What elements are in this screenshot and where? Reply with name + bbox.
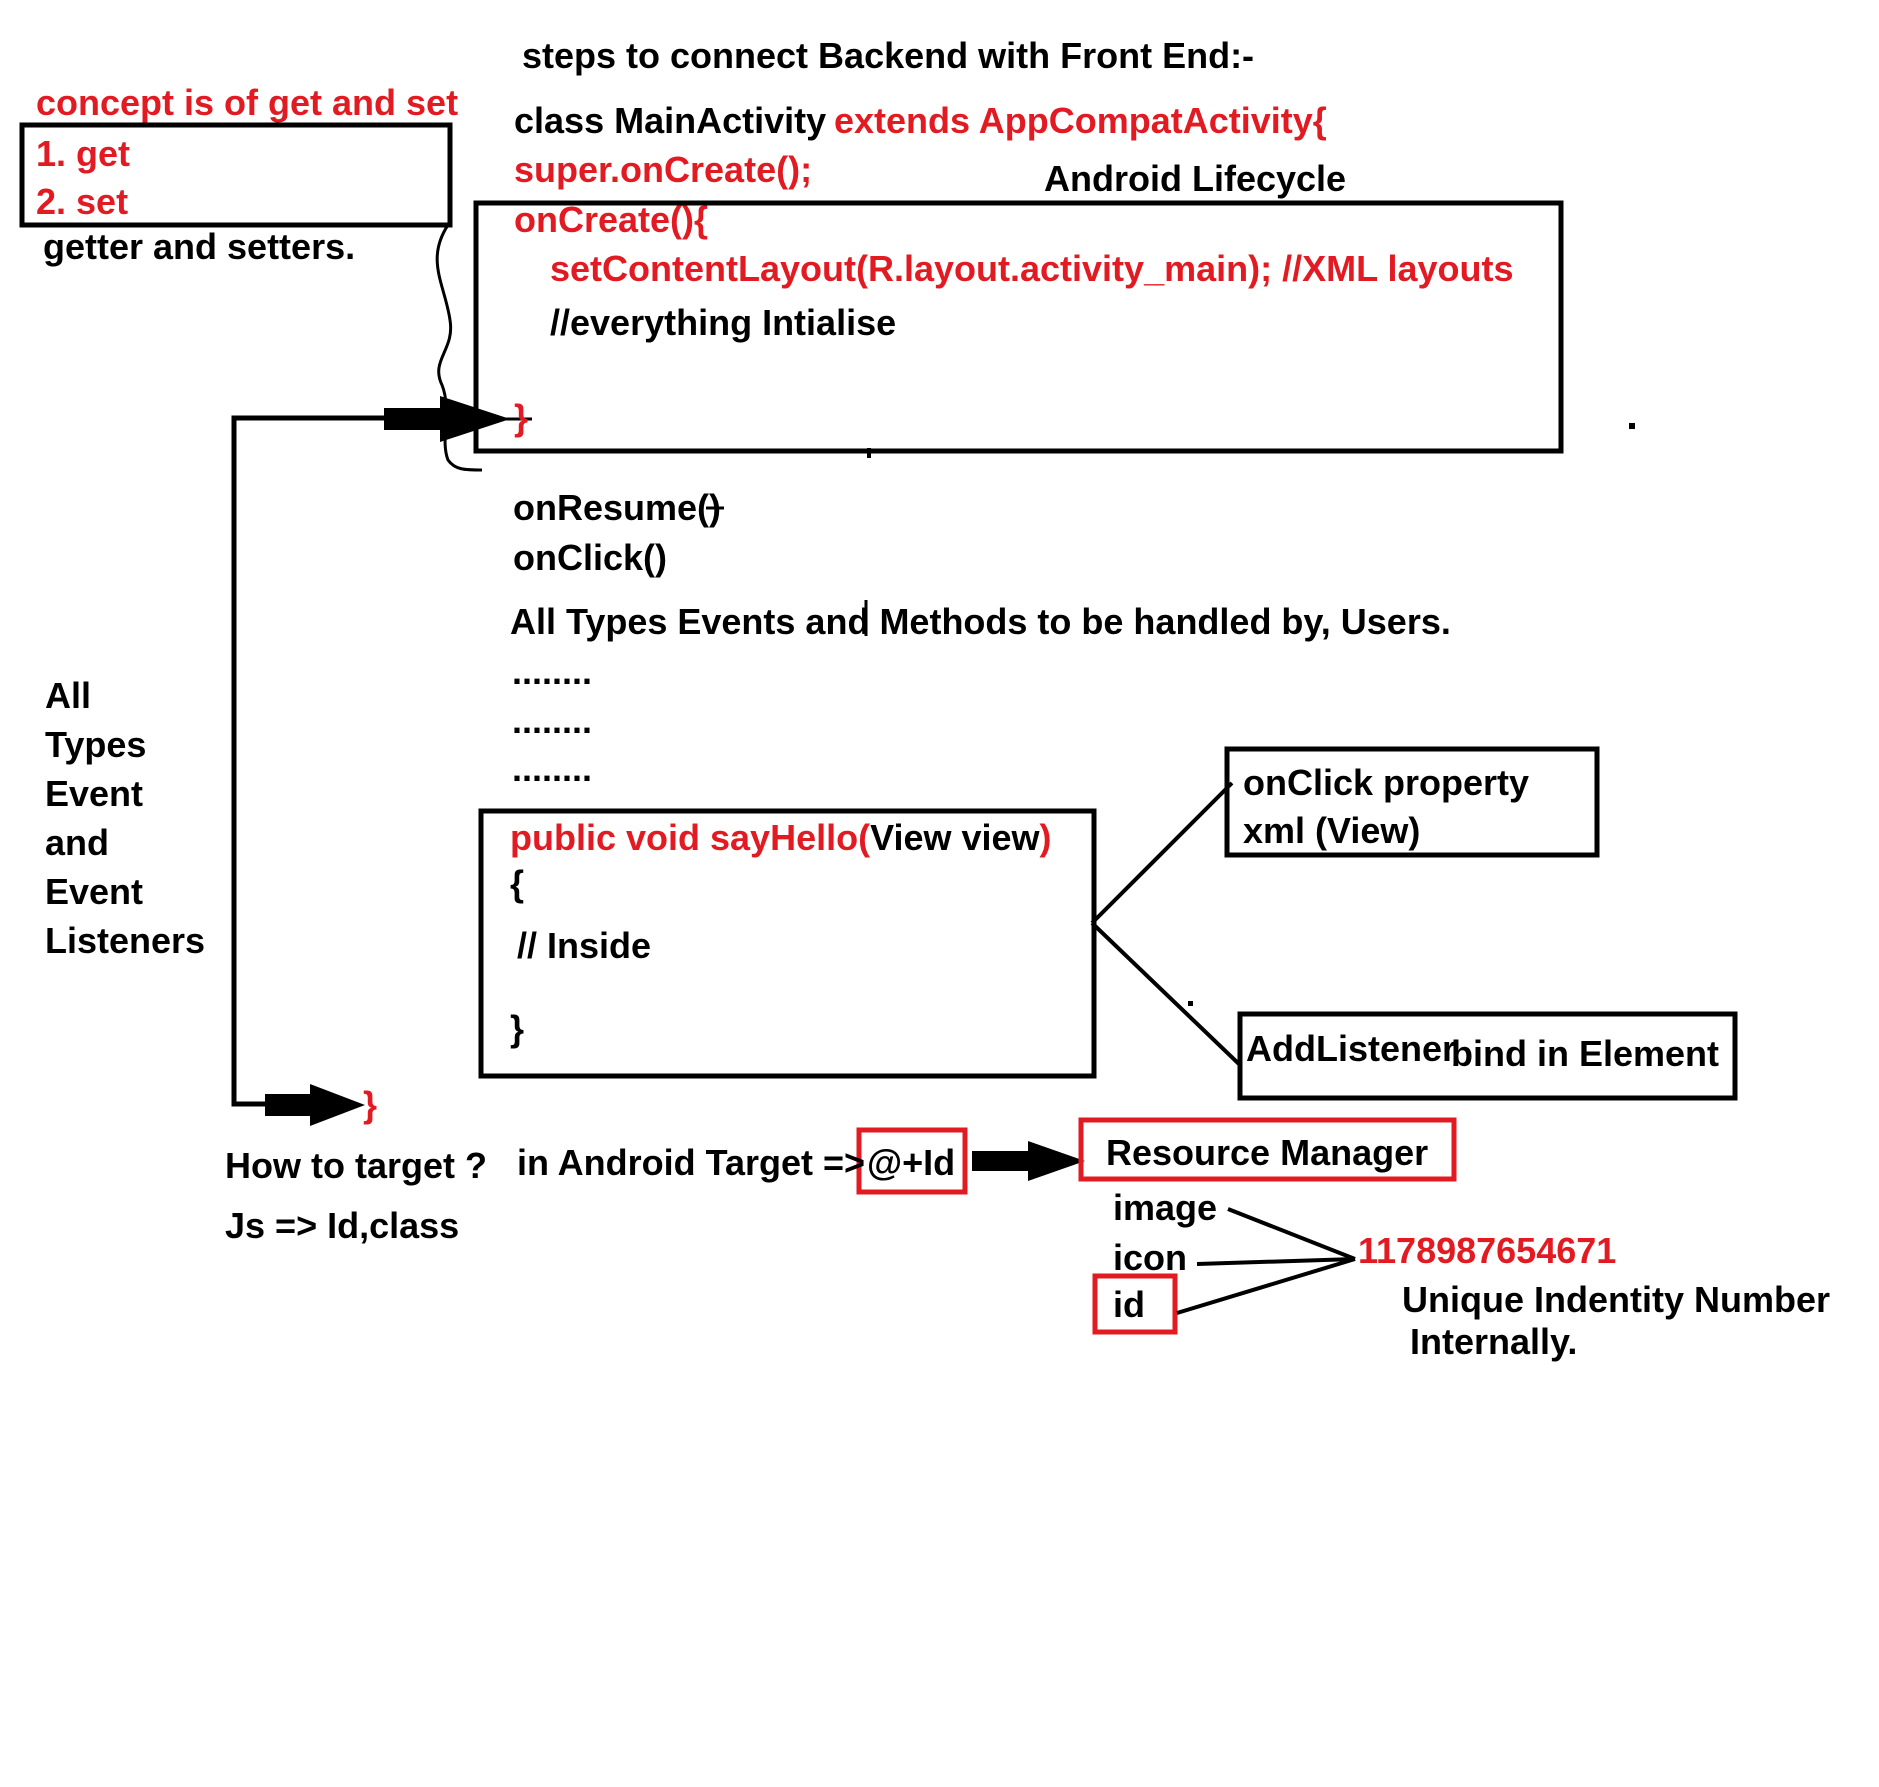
arrow-bottom-shaft (265, 1094, 315, 1116)
dot-mark-small (1188, 1001, 1193, 1006)
id-item-box (1092, 1273, 1178, 1335)
get-item: 1. get (36, 133, 131, 174)
android-target-label: in Android Target => (517, 1142, 866, 1183)
concept-label: concept is of get and set (36, 82, 459, 123)
signature-red: public void sayHello( (510, 817, 871, 858)
resource-manager-box (1078, 1117, 1457, 1182)
ellipsis-row: ........ (512, 700, 593, 741)
resource-manager-label: Resource Manager (1106, 1132, 1429, 1173)
getter-setters-label: getter and setters. (43, 226, 356, 267)
onclick-property-box (1224, 746, 1600, 858)
ellipsis-row: ........ (512, 748, 593, 789)
add-listener-box (1237, 1011, 1738, 1101)
on-resume-method: onResume() (513, 487, 722, 528)
connector-to-onclick-property (1090, 781, 1234, 925)
js-target-label: Js => Id,class (225, 1205, 460, 1246)
connector-icon (1196, 1257, 1356, 1266)
arrow-top-head (440, 396, 510, 442)
unique-identity-line2: Internally. (1410, 1321, 1578, 1362)
set-item: 2. set (36, 181, 129, 222)
oncreate-header: onCreate(){ (514, 199, 709, 240)
event-listeners-label: All Types Event and Event Listeners (45, 678, 205, 972)
android-lifecycle-label: Android Lifecycle (1044, 158, 1347, 199)
say-hello-signature: public void sayHello(View view) (510, 820, 1052, 856)
label-word: Types (45, 724, 147, 765)
dot-mark (1629, 423, 1635, 429)
add-listener-label: AddListener (1246, 1028, 1457, 1069)
arrow-rm-shaft (972, 1151, 1032, 1171)
left-loop-connector (231, 415, 385, 1107)
extends-clause: extends AppCompatActivity{ (834, 100, 1327, 141)
initialise-comment: //everything Intialise (550, 302, 897, 343)
arrow-top-shaft (384, 408, 444, 430)
say-hello-open-brace: { (510, 863, 525, 904)
say-hello-close-brace: } (510, 1008, 525, 1049)
id-item: id (1113, 1284, 1145, 1325)
connector-image (1227, 1207, 1356, 1261)
inside-comment: // Inside (517, 925, 652, 966)
get-set-box (19, 122, 453, 228)
unique-identity-line1: Unique Indentity Number (1402, 1279, 1831, 1320)
onclick-property-line2: xml (View) (1243, 810, 1421, 851)
class-declaration: class MainActivity (514, 100, 827, 141)
onclick-property-line1: onClick property (1243, 762, 1530, 803)
bind-in-element-label: bind in Element (1451, 1033, 1720, 1074)
oncreate-box (473, 200, 1564, 454)
id-ref-text: @+Id (867, 1142, 956, 1183)
signature-param: View view (870, 817, 1040, 858)
icon-item: icon (1113, 1237, 1188, 1278)
ellipsis-row: ........ (512, 651, 593, 692)
on-click-method: onClick() (513, 537, 668, 578)
oncreate-closing-brace: } (514, 397, 529, 438)
label-word: Event (45, 871, 144, 912)
unique-number: 1178987654671 (1358, 1230, 1617, 1271)
diagram-title: steps to connect Backend with Front End:… (522, 35, 1255, 76)
label-word: Listeners (45, 920, 206, 961)
image-item: image (1113, 1187, 1218, 1228)
signature-close: ) (1039, 817, 1052, 858)
label-word: Event (45, 773, 144, 814)
bottom-brace: } (363, 1084, 378, 1125)
say-hello-box (478, 808, 1097, 1079)
all-types-events-line: All Types Events and Methods to be handl… (510, 601, 1451, 642)
id-ref-box (856, 1127, 968, 1195)
how-to-target-label: How to target ? (225, 1145, 487, 1186)
arrow-rm-head (1028, 1141, 1085, 1181)
set-content-layout-line: setContentLayout(R.layout.activity_main)… (550, 248, 1514, 289)
label-word: All (45, 675, 92, 716)
super-oncreate-call: super.onCreate(); (514, 149, 813, 190)
connector-to-add-listener (1090, 921, 1242, 1067)
connector-id (1176, 1257, 1356, 1315)
curly-brace-connector (435, 224, 483, 472)
label-word: and (45, 822, 110, 863)
arrow-bottom-head (310, 1084, 365, 1126)
